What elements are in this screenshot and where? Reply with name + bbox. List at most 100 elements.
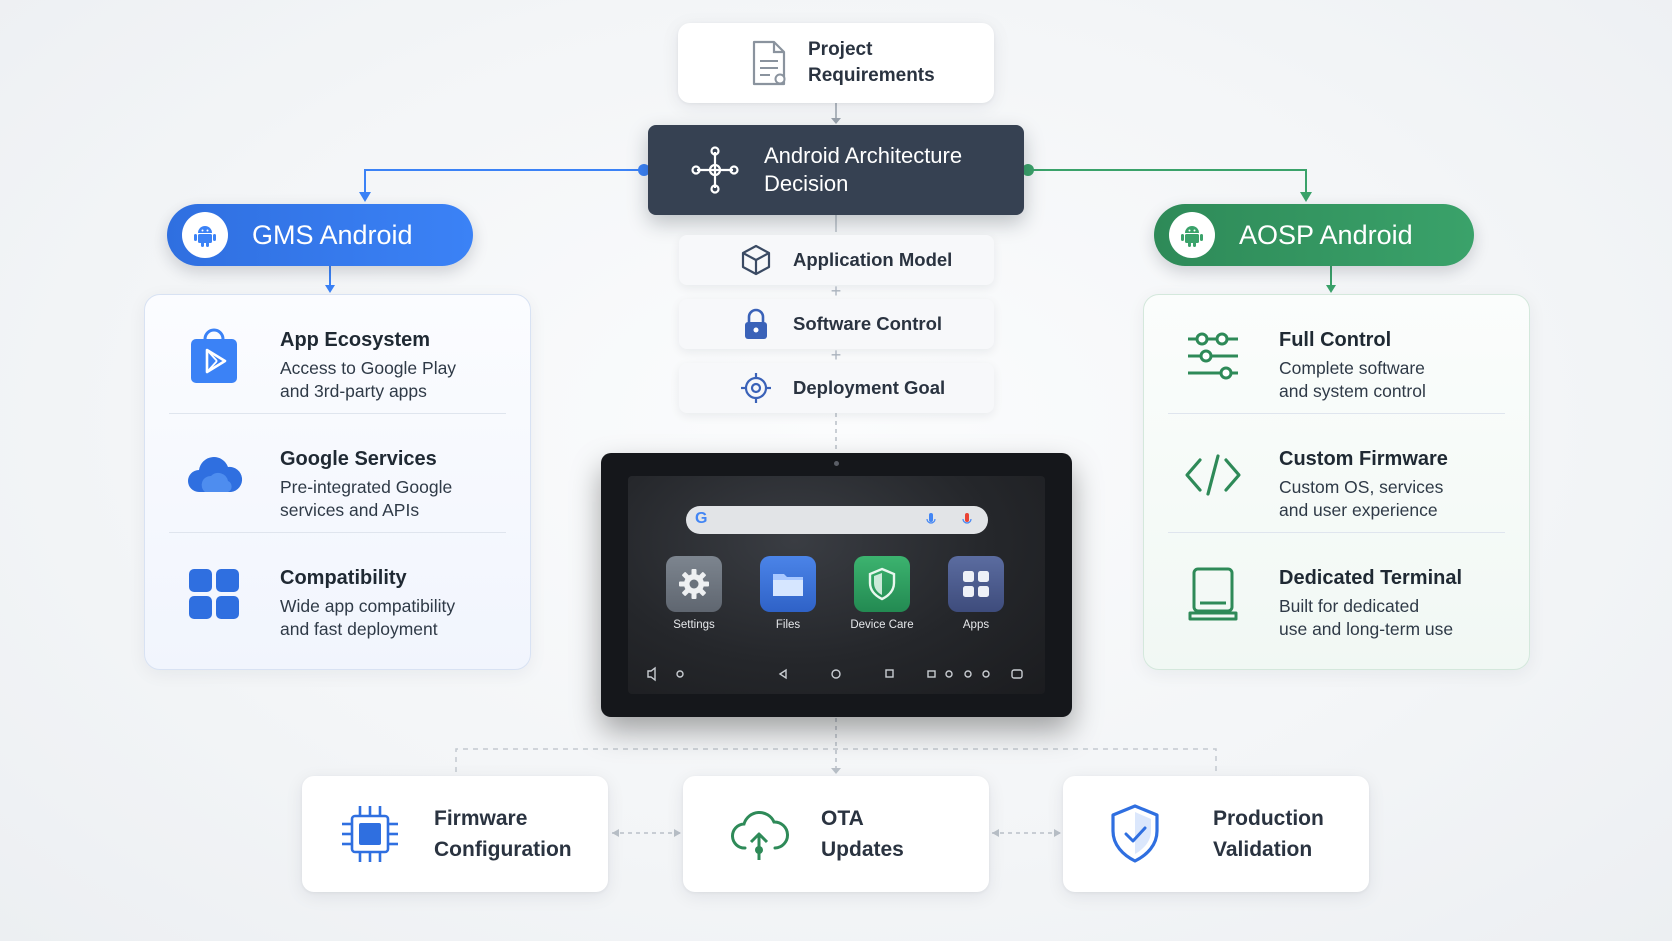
app-label: Files <box>775 619 801 631</box>
factor-deployment-goal: Deployment Goal <box>679 363 994 413</box>
battery-icon <box>1011 669 1023 679</box>
app-settings[interactable]: Settings <box>654 556 734 631</box>
aosp-title: AOSP Android <box>1239 219 1413 250</box>
feature-google-services: Google Services Pre-integrated Google se… <box>145 414 530 532</box>
gms-features-panel: App Ecosystem Access to Google Play and … <box>144 294 531 670</box>
decision-line2: Decision <box>764 171 849 196</box>
volume-icon <box>647 666 656 682</box>
feature-description: Wide app compatibility and fast deployme… <box>280 595 520 641</box>
feature-title: Dedicated Terminal <box>1279 567 1463 589</box>
app-label: Settings <box>673 619 715 631</box>
app-label: Apps <box>962 619 990 631</box>
factor-application-model: Application Model <box>679 235 994 285</box>
factor-label: Application Model <box>793 249 953 270</box>
divider <box>1168 413 1505 414</box>
bottom-line2: Validation <box>1213 838 1313 861</box>
feature-desc-line1: Custom OS, services <box>1279 477 1444 497</box>
gms-android-pill: GMS Android <box>167 204 473 266</box>
app-files[interactable]: Files <box>748 556 828 631</box>
feature-custom-firmware: Custom Firmware Custom OS, services and … <box>1144 414 1529 532</box>
plus-symbol: + <box>830 345 842 365</box>
google-search-bar[interactable]: G <box>686 506 988 534</box>
bottom-line1: OTA <box>821 807 864 830</box>
status-icon <box>927 670 936 678</box>
requirements-line1: Project <box>808 39 873 60</box>
divider <box>169 532 506 533</box>
feature-full-control: Full Control Complete software and syste… <box>1144 295 1529 413</box>
status-icon <box>964 670 972 678</box>
production-validation-card: Production Validation <box>1063 776 1369 892</box>
tablet-nav-bar <box>647 666 1023 682</box>
cube-icon <box>741 244 771 276</box>
feature-desc-line2: and 3rd-party apps <box>280 381 427 401</box>
factor-software-control: Software Control <box>679 299 994 349</box>
plus-symbol: + <box>830 281 842 301</box>
status-icon <box>982 670 990 678</box>
project-requirements-card: Project Requirements <box>678 23 994 103</box>
feature-desc-line2: and user experience <box>1279 500 1438 520</box>
google-g-icon: G <box>695 510 708 527</box>
feature-title: Custom Firmware <box>1279 448 1448 470</box>
factor-label: Software Control <box>793 313 943 334</box>
feature-description: Complete software and system control <box>1279 357 1519 403</box>
feature-description: Custom OS, services and user experience <box>1279 476 1519 522</box>
code-icon <box>1185 454 1241 496</box>
feature-description: Built for dedicated use and long-term us… <box>1279 595 1519 641</box>
grid-icon <box>189 569 239 619</box>
divider <box>1168 532 1505 533</box>
feature-desc-line1: Complete software <box>1279 358 1425 378</box>
feature-desc-line1: Wide app compatibility <box>280 596 456 616</box>
lock-icon <box>745 308 767 339</box>
back-button <box>778 668 787 680</box>
status-icon <box>945 670 953 678</box>
gms-title: GMS Android <box>252 219 413 250</box>
factor-label: Deployment Goal <box>793 377 946 398</box>
bottom-line1: Firmware <box>434 807 528 830</box>
decision-line1: Android Architecture <box>764 143 963 168</box>
home-button <box>831 669 841 679</box>
shield-check-icon <box>1111 804 1159 863</box>
chip-icon <box>342 806 398 862</box>
app-device-care[interactable]: Device Care <box>842 556 922 631</box>
bottom-line2: Updates <box>821 838 904 861</box>
feature-app-ecosystem: App Ecosystem Access to Google Play and … <box>145 295 530 413</box>
folder-icon <box>760 556 816 612</box>
feature-title: Full Control <box>1279 329 1392 351</box>
play-store-icon <box>191 328 237 383</box>
cloud-upload-icon <box>731 811 789 860</box>
feature-title: Compatibility <box>280 567 407 589</box>
feature-title: Google Services <box>280 448 437 470</box>
gear-icon <box>666 556 722 612</box>
terminal-device-icon <box>1188 567 1238 621</box>
mic-icon[interactable] <box>926 513 936 527</box>
camera-dot <box>834 461 839 466</box>
cloud-icon <box>188 457 243 492</box>
apps-grid-icon <box>948 556 1004 612</box>
feature-description: Pre-integrated Google services and APIs <box>280 476 520 522</box>
firmware-configuration-card: Firmware Configuration <box>302 776 608 892</box>
aosp-android-pill: AOSP Android <box>1154 204 1474 266</box>
ota-updates-card: OTA Updates <box>683 776 989 892</box>
feature-title: App Ecosystem <box>280 329 431 351</box>
architecture-decision-card: Android Architecture Decision <box>648 125 1024 215</box>
feature-dedicated-terminal: Dedicated Terminal Built for dedicated u… <box>1144 533 1529 651</box>
hub-network-icon <box>691 146 739 194</box>
android-icon <box>182 212 228 258</box>
feature-compatibility: Compatibility Wide app compatibility and… <box>145 533 530 651</box>
app-apps[interactable]: Apps <box>936 556 1016 631</box>
bottom-line1: Production <box>1213 807 1324 830</box>
feature-desc-line2: and fast deployment <box>280 619 438 639</box>
feature-desc-line1: Built for dedicated <box>1279 596 1420 616</box>
feature-desc-line2: services and APIs <box>280 500 420 520</box>
bottom-line2: Configuration <box>434 838 572 861</box>
divider <box>169 413 506 414</box>
requirements-line2: Requirements <box>808 65 935 86</box>
app-label: Device Care <box>850 619 914 631</box>
tablet-screen: G <box>628 476 1045 694</box>
feature-desc-line1: Pre-integrated Google <box>280 477 453 497</box>
feature-desc-line1: Access to Google Play <box>280 358 457 378</box>
shield-icon <box>854 556 910 612</box>
feature-description: Access to Google Play and 3rd-party apps <box>280 357 520 403</box>
assistant-icon[interactable] <box>962 513 972 527</box>
status-dot-icon <box>676 670 684 678</box>
